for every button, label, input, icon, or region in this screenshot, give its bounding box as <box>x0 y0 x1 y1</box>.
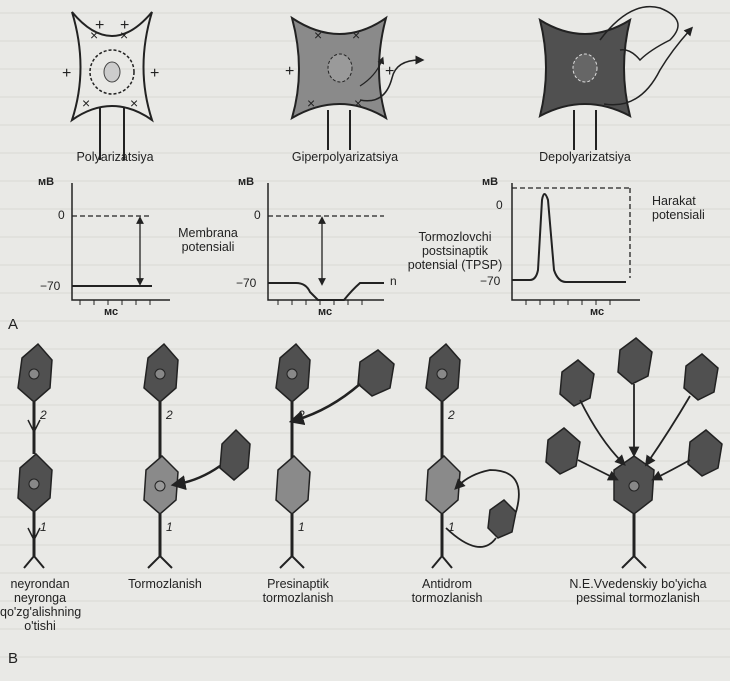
inhibition-diagram <box>144 344 250 568</box>
ipsp-label: Tormozlovchi postsinaptik potensial (TPS… <box>400 230 510 272</box>
ipsp-marker-n: n <box>390 274 397 288</box>
caption-inhibition: Tormozlanish <box>110 577 220 591</box>
caption-transmission: neyrondan neyronga qo'zg'alishning o'tis… <box>0 577 80 633</box>
neuron-number-1-b4: 1 <box>448 520 455 534</box>
svg-text:×: × <box>130 95 138 111</box>
svg-text:+: + <box>150 65 159 82</box>
zero-level-label-3: 0 <box>496 198 503 212</box>
x-unit-label-2: мс <box>318 306 332 318</box>
panel-label-a: A <box>8 316 18 333</box>
rest-level-label-2: −70 <box>236 276 256 290</box>
svg-text:+: + <box>62 65 71 82</box>
svg-text:+: + <box>120 17 129 34</box>
y-unit-label-1: мВ <box>38 176 54 188</box>
x-unit-label-1: мс <box>104 306 118 318</box>
state-label-polarization: Polyarizatsiya <box>50 150 180 164</box>
transmission-diagram <box>18 344 52 568</box>
antidromic-inhibition-diagram <box>426 344 519 568</box>
membrane-potential-graph <box>72 183 170 305</box>
svg-text:×: × <box>352 27 360 43</box>
svg-text:×: × <box>314 27 322 43</box>
neuron-number-2-b1: 2 <box>40 408 47 422</box>
neuron-number-2-b4: 2 <box>448 408 455 422</box>
state-label-depolarization: Depolyarizatsiya <box>520 150 650 164</box>
action-potential-label: Harakat potensiali <box>652 194 728 222</box>
svg-text:+: + <box>385 63 394 80</box>
presynaptic-inhibition-diagram <box>276 344 394 568</box>
polarized-cell: ×× ×× ++ ++ <box>62 12 159 160</box>
hyperpolarized-cell: × × × × + + <box>285 18 420 150</box>
svg-text:×: × <box>82 95 90 111</box>
svg-text:+: + <box>285 63 294 80</box>
neuron-number-1-b2: 1 <box>166 520 173 534</box>
svg-text:+: + <box>95 17 104 34</box>
panel-label-b: B <box>8 650 18 667</box>
svg-text:×: × <box>354 95 362 111</box>
membrane-potential-label: Membrana potensiali <box>158 226 258 254</box>
y-unit-label-2: мВ <box>238 176 254 188</box>
zero-level-label-2: 0 <box>254 208 261 222</box>
svg-text:×: × <box>307 95 315 111</box>
rest-level-label-3: −70 <box>480 274 500 288</box>
zero-level-label-1: 0 <box>58 208 65 222</box>
caption-antidromic: Antidrom tormozlanish <box>392 577 502 605</box>
pessimal-inhibition-diagram <box>546 338 722 568</box>
neuron-number-2-b2: 2 <box>166 408 173 422</box>
neuron-number-2-b3: 2 <box>298 408 305 422</box>
neuron-number-1-b1: 1 <box>40 520 47 534</box>
state-label-hyperpolarization: Giperpolyarizatsiya <box>270 150 420 164</box>
ipsp-graph <box>268 183 384 305</box>
action-potential-graph <box>512 183 640 305</box>
caption-pessimal: N.E.Vvedenskiy bo'yicha pessimal tormozl… <box>568 577 708 605</box>
depolarized-cell <box>540 7 690 150</box>
caption-presynaptic: Presinaptik tormozlanish <box>238 577 358 605</box>
neuron-number-1-b3: 1 <box>298 520 305 534</box>
y-unit-label-3: мВ <box>482 176 498 188</box>
x-unit-label-3: мс <box>590 306 604 318</box>
rest-level-label-1: −70 <box>40 279 60 293</box>
